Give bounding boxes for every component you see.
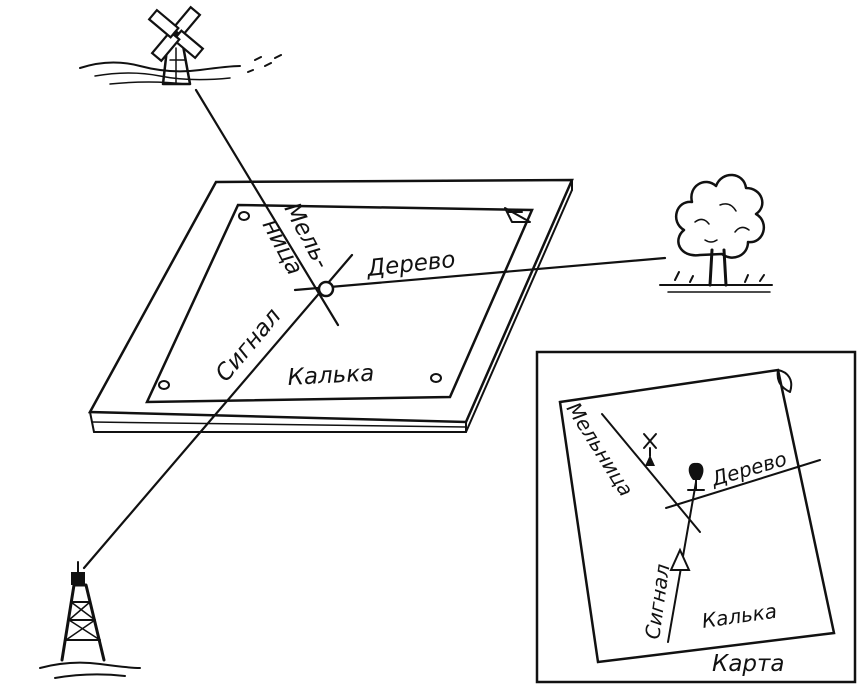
tree-icon <box>659 173 773 293</box>
signal-map-symbol <box>669 547 691 571</box>
sight-line-windmill <box>194 88 340 327</box>
map-inset: Мельница Дерево Сигнал Калька Карта <box>535 350 857 684</box>
windmill-map-symbol <box>643 433 657 466</box>
label-tracing: Калька <box>287 360 375 391</box>
sight-line-tree <box>293 256 667 292</box>
standing-point <box>317 280 335 298</box>
inset-label-map: Карта <box>712 651 785 677</box>
signal-tower-icon <box>39 561 141 679</box>
sight-line-signal <box>82 253 354 570</box>
windmill-icon <box>79 5 282 86</box>
tree-map-symbol <box>687 462 705 491</box>
sight-lines <box>82 88 667 570</box>
tracing-board <box>87 178 574 433</box>
